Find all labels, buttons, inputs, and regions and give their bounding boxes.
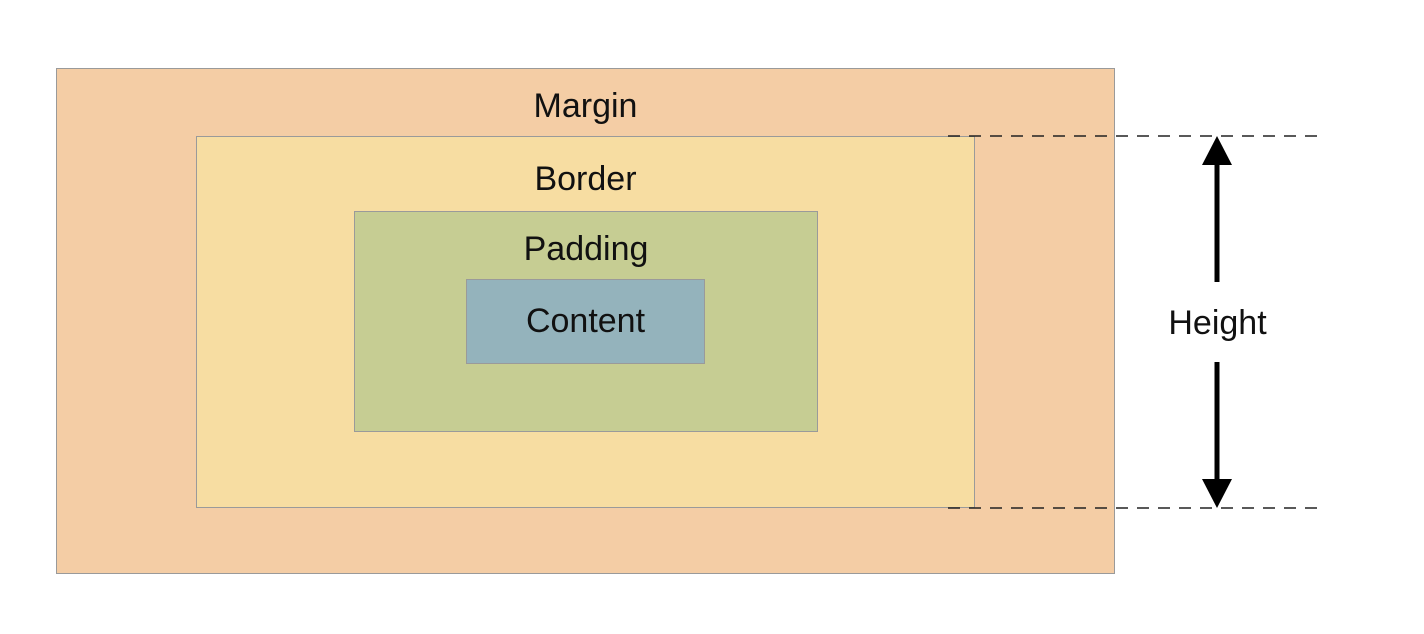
- content-box: Content: [466, 279, 705, 364]
- content-label: Content: [525, 302, 646, 340]
- arrow-up-icon: [1202, 136, 1232, 165]
- border-label: Border: [534, 160, 637, 198]
- height-label: Height: [1168, 304, 1267, 342]
- padding-label: Padding: [523, 230, 649, 268]
- arrow-down-icon: [1202, 479, 1232, 508]
- margin-label: Margin: [533, 87, 638, 125]
